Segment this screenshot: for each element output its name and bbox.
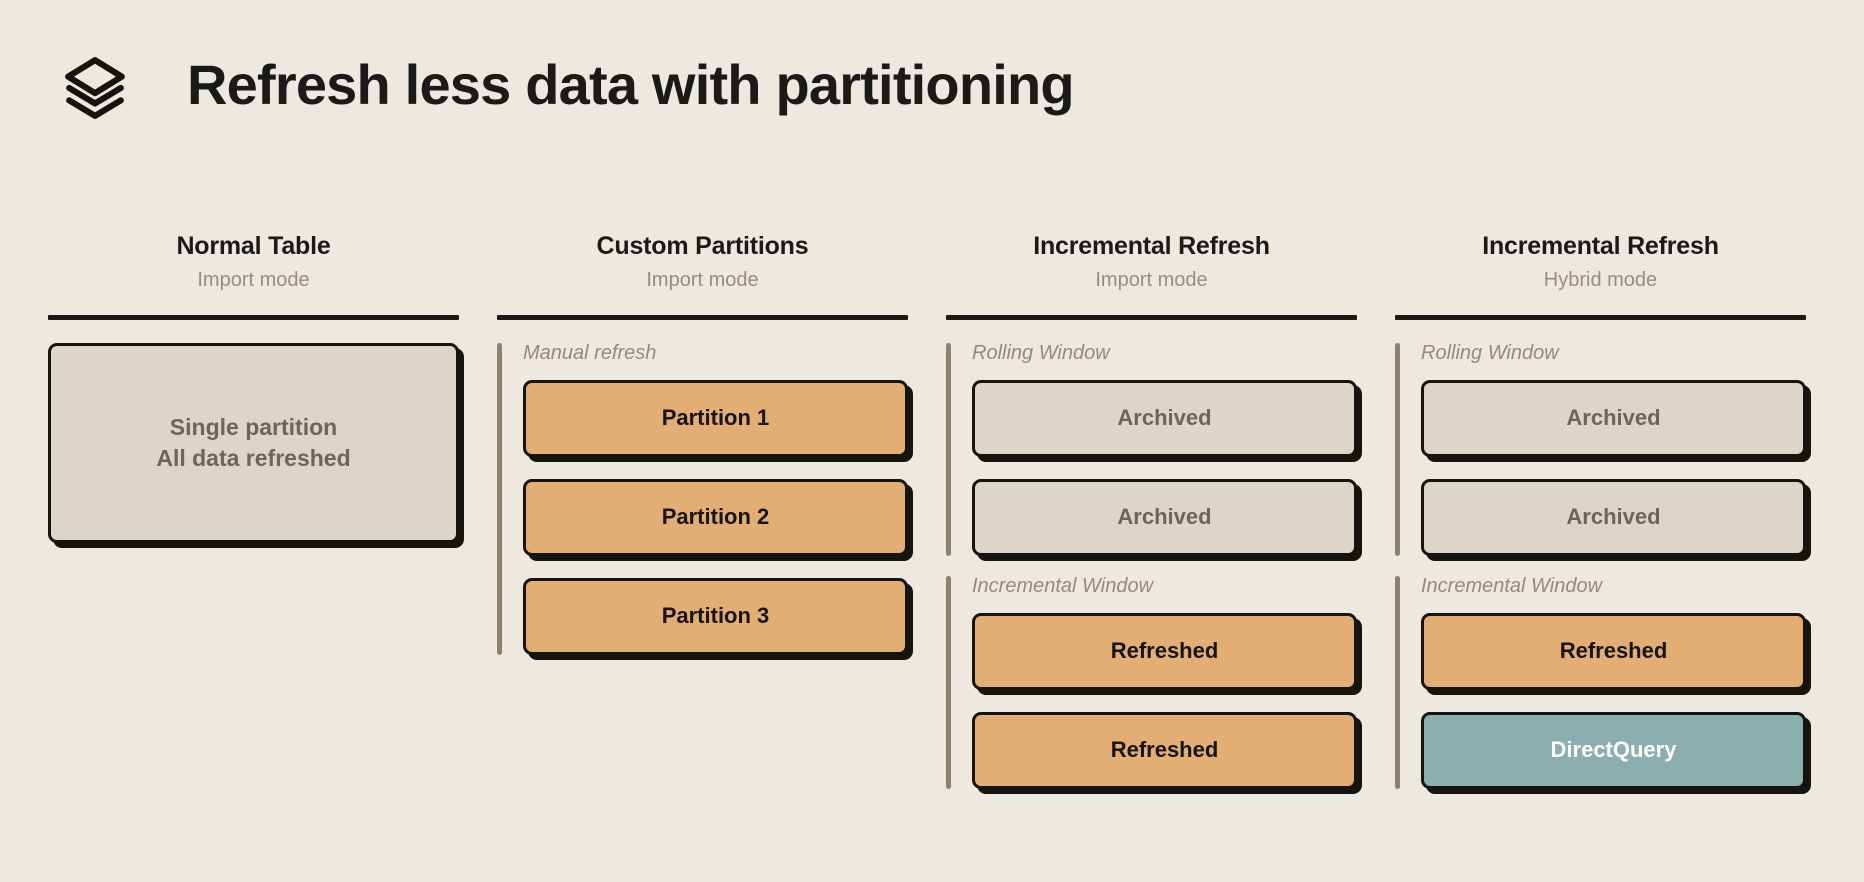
partition-box-label: DirectQuery [1550,737,1677,763]
group-label: Rolling Window [972,341,1110,364]
column-subtitle: Import mode [1095,268,1208,291]
partition-box-label: Archived [1117,405,1212,431]
partition-box[interactable]: Archived [972,478,1357,556]
partition-box[interactable]: Refreshed [1421,612,1806,690]
partition-box-label: Refreshed [1110,638,1219,664]
partition-box[interactable]: Archived [972,379,1357,457]
layers-icon [62,49,128,121]
partition-box-label: Partition 1 [661,405,770,431]
column-title: Incremental Refresh [1033,232,1270,260]
group-label: Manual refresh [523,341,657,364]
column-divider [48,314,459,320]
column-divider [497,314,908,320]
partition-box[interactable]: Partition 2 [523,478,908,556]
partition-box-label: Single partition All data refreshed [156,413,351,471]
partition-box-label: Archived [1117,504,1212,530]
column-divider [946,314,1357,320]
partition-box-label: Archived [1566,504,1661,530]
column-subtitle: Hybrid mode [1543,268,1658,291]
column-body: Single partition All data refreshed [48,342,459,543]
page-header: Refresh less data with partitioning [0,0,1864,170]
group-label: Incremental Window [972,574,1154,597]
partition-box[interactable]: Refreshed [972,711,1357,789]
partition-box[interactable]: Archived [1421,478,1806,556]
column-subtitle: Import mode [197,268,310,291]
partition-box[interactable]: DirectQuery [1421,711,1806,789]
partition-box-label: Refreshed [1110,737,1219,763]
partition-box[interactable]: Partition 1 [523,379,908,457]
partition-box-label: Partition 2 [661,504,770,530]
partition-box-label: Archived [1566,405,1661,431]
partition-group: Single partition All data refreshed [48,342,459,543]
column-subtitle: Import mode [646,268,759,291]
partition-box[interactable]: Archived [1421,379,1806,457]
partition-box[interactable]: Refreshed [972,612,1357,690]
column-divider [1395,314,1806,320]
partition-box-label: Partition 3 [661,603,770,629]
partition-box[interactable]: Single partition All data refreshed [48,342,459,543]
page-title: Refresh less data with partitioning [187,53,1075,116]
group-label: Incremental Window [1421,574,1603,597]
group-label: Rolling Window [1421,341,1559,364]
column-title: Custom Partitions [596,232,809,260]
partition-box-label: Refreshed [1559,638,1668,664]
column-title: Incremental Refresh [1482,232,1719,260]
column-title: Normal Table [176,232,331,260]
partition-box[interactable]: Partition 3 [523,577,908,655]
